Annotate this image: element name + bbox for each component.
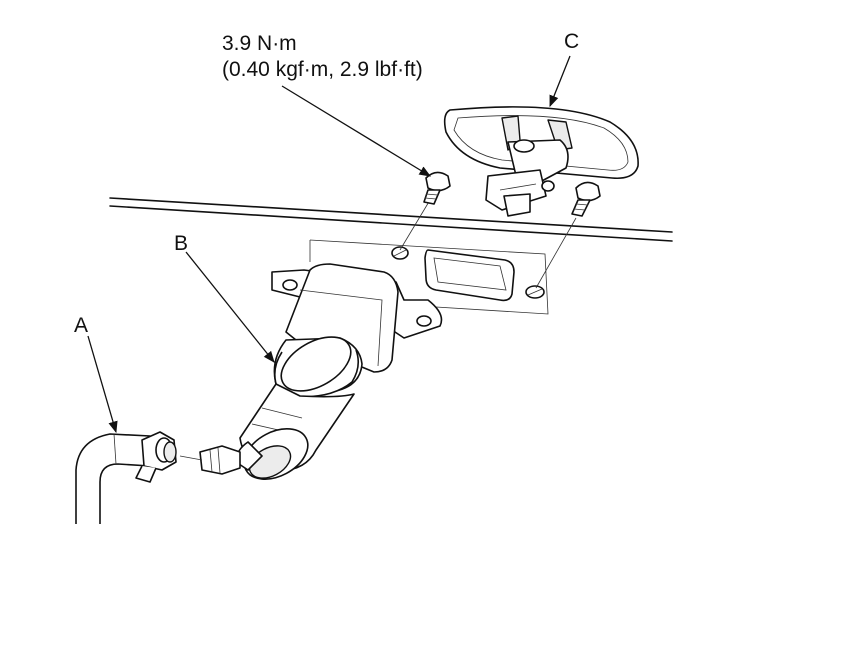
bolt-right: [571, 181, 601, 217]
leader-b: [185, 251, 275, 363]
callout-b: B: [174, 232, 188, 255]
washer-hose-a: [75, 431, 177, 524]
bumper-opening: [424, 249, 515, 302]
leader-a: [87, 335, 118, 434]
screw-hole-right: [525, 285, 545, 299]
callout-a: A: [74, 314, 88, 337]
leader-torque: [281, 85, 431, 177]
callout-c: C: [564, 30, 579, 53]
nozzle-cover-c: [443, 106, 639, 217]
bumper-edge: [109, 197, 673, 242]
alignment-lines: [399, 199, 577, 289]
hose-alignment-line: [179, 455, 203, 461]
leader-c: [549, 55, 571, 108]
inlet-nipple: [199, 445, 241, 475]
washer-actuator-b: [235, 263, 443, 480]
mounting-plane: [309, 239, 549, 315]
torque-spec-line2: (0.40 kgf·m, 2.9 lbf·ft): [222, 58, 423, 81]
screw-hole-left: [391, 246, 409, 260]
torque-spec-line1: 3.9 N·m: [222, 32, 297, 55]
bolt-left: [423, 171, 451, 205]
